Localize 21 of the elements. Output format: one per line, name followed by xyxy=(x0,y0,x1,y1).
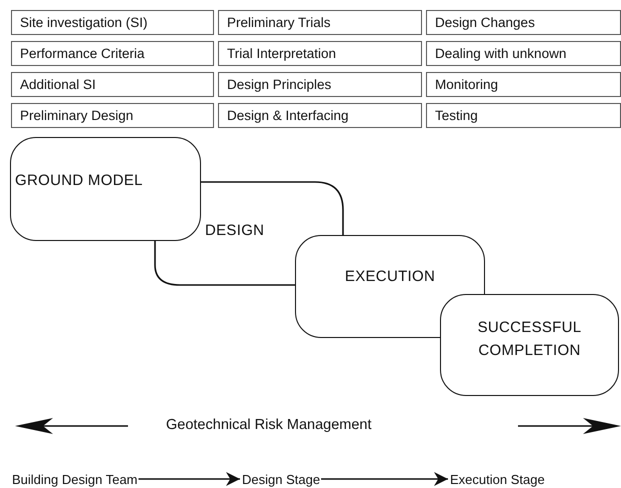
stage-box: SUCCESSFUL COMPLETION xyxy=(440,294,619,396)
activity-box: Monitoring xyxy=(426,72,621,97)
activity-box: Additional SI xyxy=(11,72,214,97)
stage-label: Design Stage xyxy=(242,470,320,488)
activity-box: Testing xyxy=(426,103,621,128)
activity-box: Performance Criteria xyxy=(11,41,214,66)
stage-label: Building Design Team xyxy=(12,470,138,488)
activity-box: Design Changes xyxy=(426,10,621,35)
activity-box: Design Principles xyxy=(218,72,422,97)
stage-box: GROUND MODEL xyxy=(10,137,201,241)
arrow xyxy=(321,472,448,486)
activity-box: Preliminary Trials xyxy=(218,10,422,35)
stage-name: DESIGN xyxy=(205,222,264,239)
stage-label: Execution Stage xyxy=(450,470,545,488)
activity-box: Site investigation (SI) xyxy=(11,10,214,35)
caption-text: Geotechnical Risk Management xyxy=(166,417,372,433)
activity-box: Preliminary Design xyxy=(11,103,214,128)
arrow xyxy=(138,472,240,486)
activity-box: Design & Interfacing xyxy=(218,103,422,128)
activity-box: Trial Interpretation xyxy=(218,41,422,66)
activity-box: Dealing with unknown xyxy=(426,41,621,66)
